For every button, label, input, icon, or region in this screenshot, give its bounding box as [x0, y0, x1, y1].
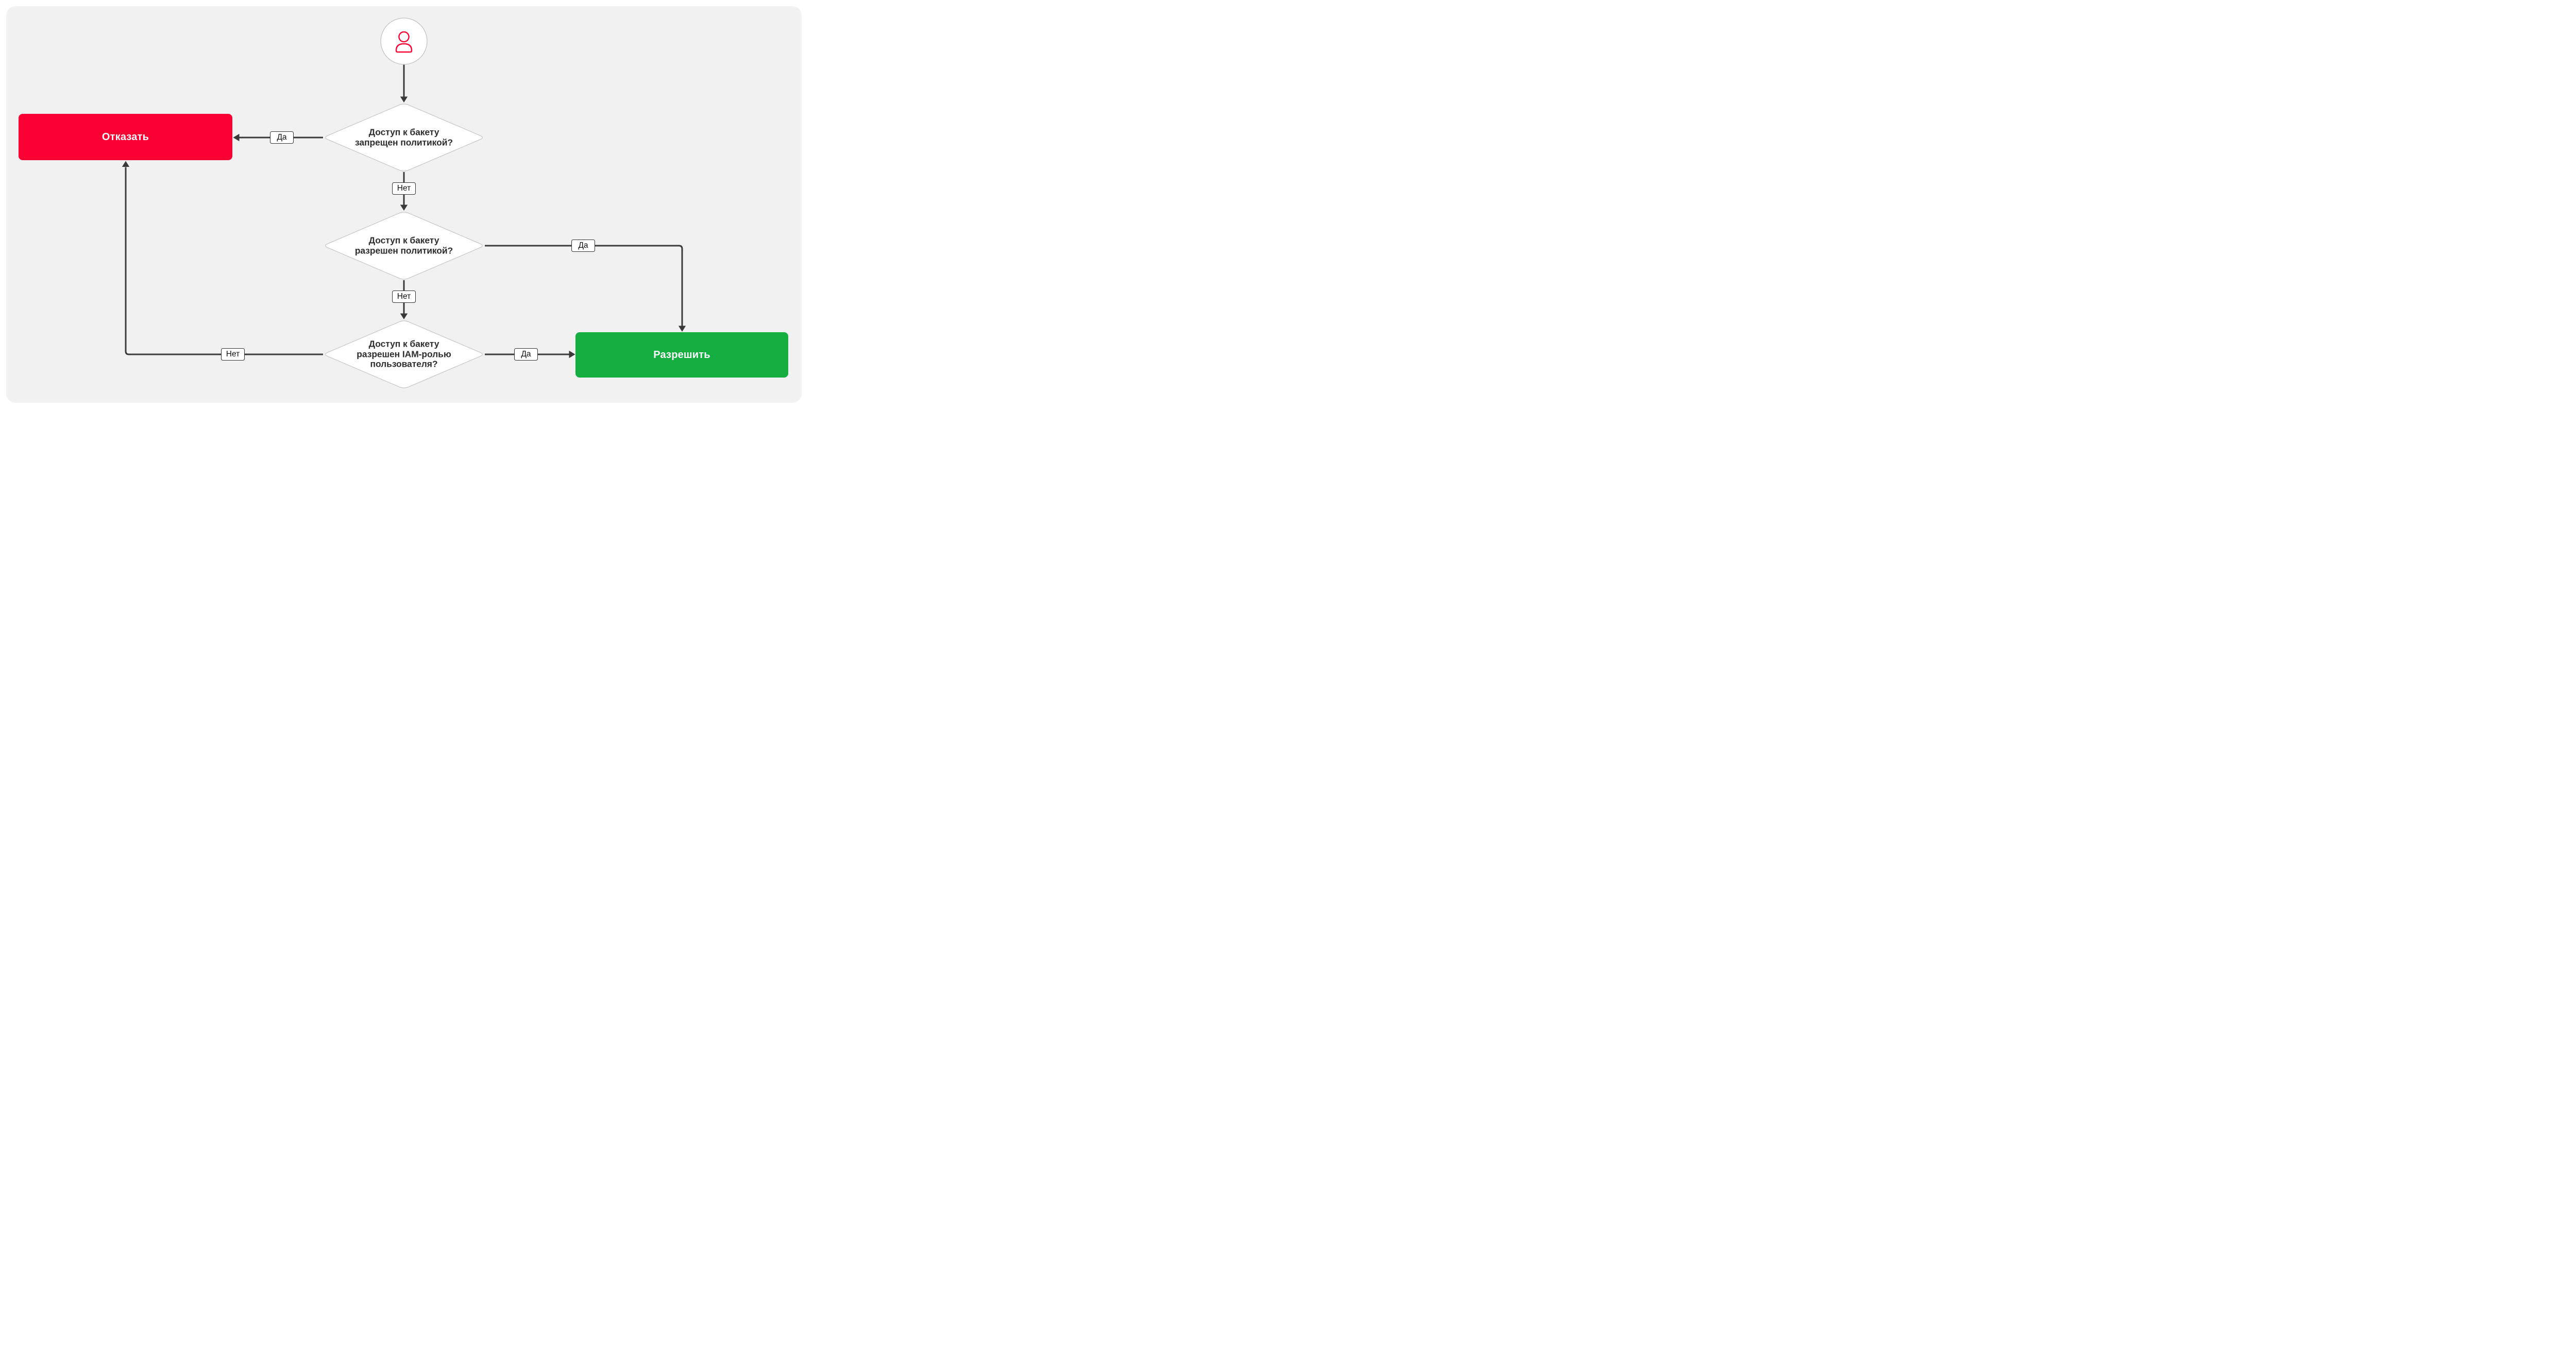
arrowhead-into-decision2	[400, 204, 408, 211]
edge-label-decision3-no: Нет	[221, 348, 245, 361]
person-icon	[395, 31, 413, 53]
decision1-line2: запрещен политикой?	[355, 137, 453, 147]
edge-label-decision1-no: Нет	[392, 182, 416, 195]
edge-label-decision1-yes: Да	[270, 131, 294, 144]
decision2-text: Доступ к бакету разрешен политикой?	[345, 235, 463, 255]
edge-decision2-yes-to-allow	[485, 245, 683, 326]
edge-label-decision3-yes: Да	[514, 348, 538, 361]
decision2-line1: Доступ к бакету	[368, 235, 439, 246]
allow-node-label: Разрешить	[653, 349, 710, 361]
arrowhead-into-decision1	[400, 96, 408, 102]
decision3-line2: разрешен IAM-ролью	[357, 349, 451, 360]
edge-label-decision2-no: Нет	[392, 291, 416, 303]
decision3-text: Доступ к бакету разрешен IAM-ролью польз…	[345, 339, 463, 370]
deny-node: Отказать	[19, 114, 232, 160]
decision3-line1: Доступ к бакету	[368, 338, 439, 349]
arrowhead-into-decision3	[400, 313, 408, 319]
allow-node: Разрешить	[575, 332, 788, 378]
arrowhead-into-allow-top	[678, 326, 686, 332]
decision1-text: Доступ к бакету запрещен политикой?	[345, 127, 463, 147]
decision1-line1: Доступ к бакету	[368, 127, 439, 138]
edge-label-decision2-yes: Да	[571, 240, 595, 252]
arrowhead-into-deny	[233, 133, 240, 142]
edge-decision3-no-to-deny	[125, 167, 323, 355]
decision-node-3	[325, 320, 483, 388]
decision2-line2: разрешен политикой?	[354, 245, 453, 255]
deny-node-label: Отказать	[101, 131, 149, 143]
decision3-line3: пользователя?	[370, 358, 438, 369]
decision-node-1	[325, 104, 483, 172]
diagram-shapes-layer	[122, 18, 686, 388]
decision-node-2	[325, 212, 483, 280]
arrowhead-into-deny-bottom	[122, 161, 130, 167]
arrowhead-into-allow-left	[569, 350, 575, 358]
flowchart-page: Отказать Разрешить Доступ к бакету запре…	[0, 0, 808, 409]
